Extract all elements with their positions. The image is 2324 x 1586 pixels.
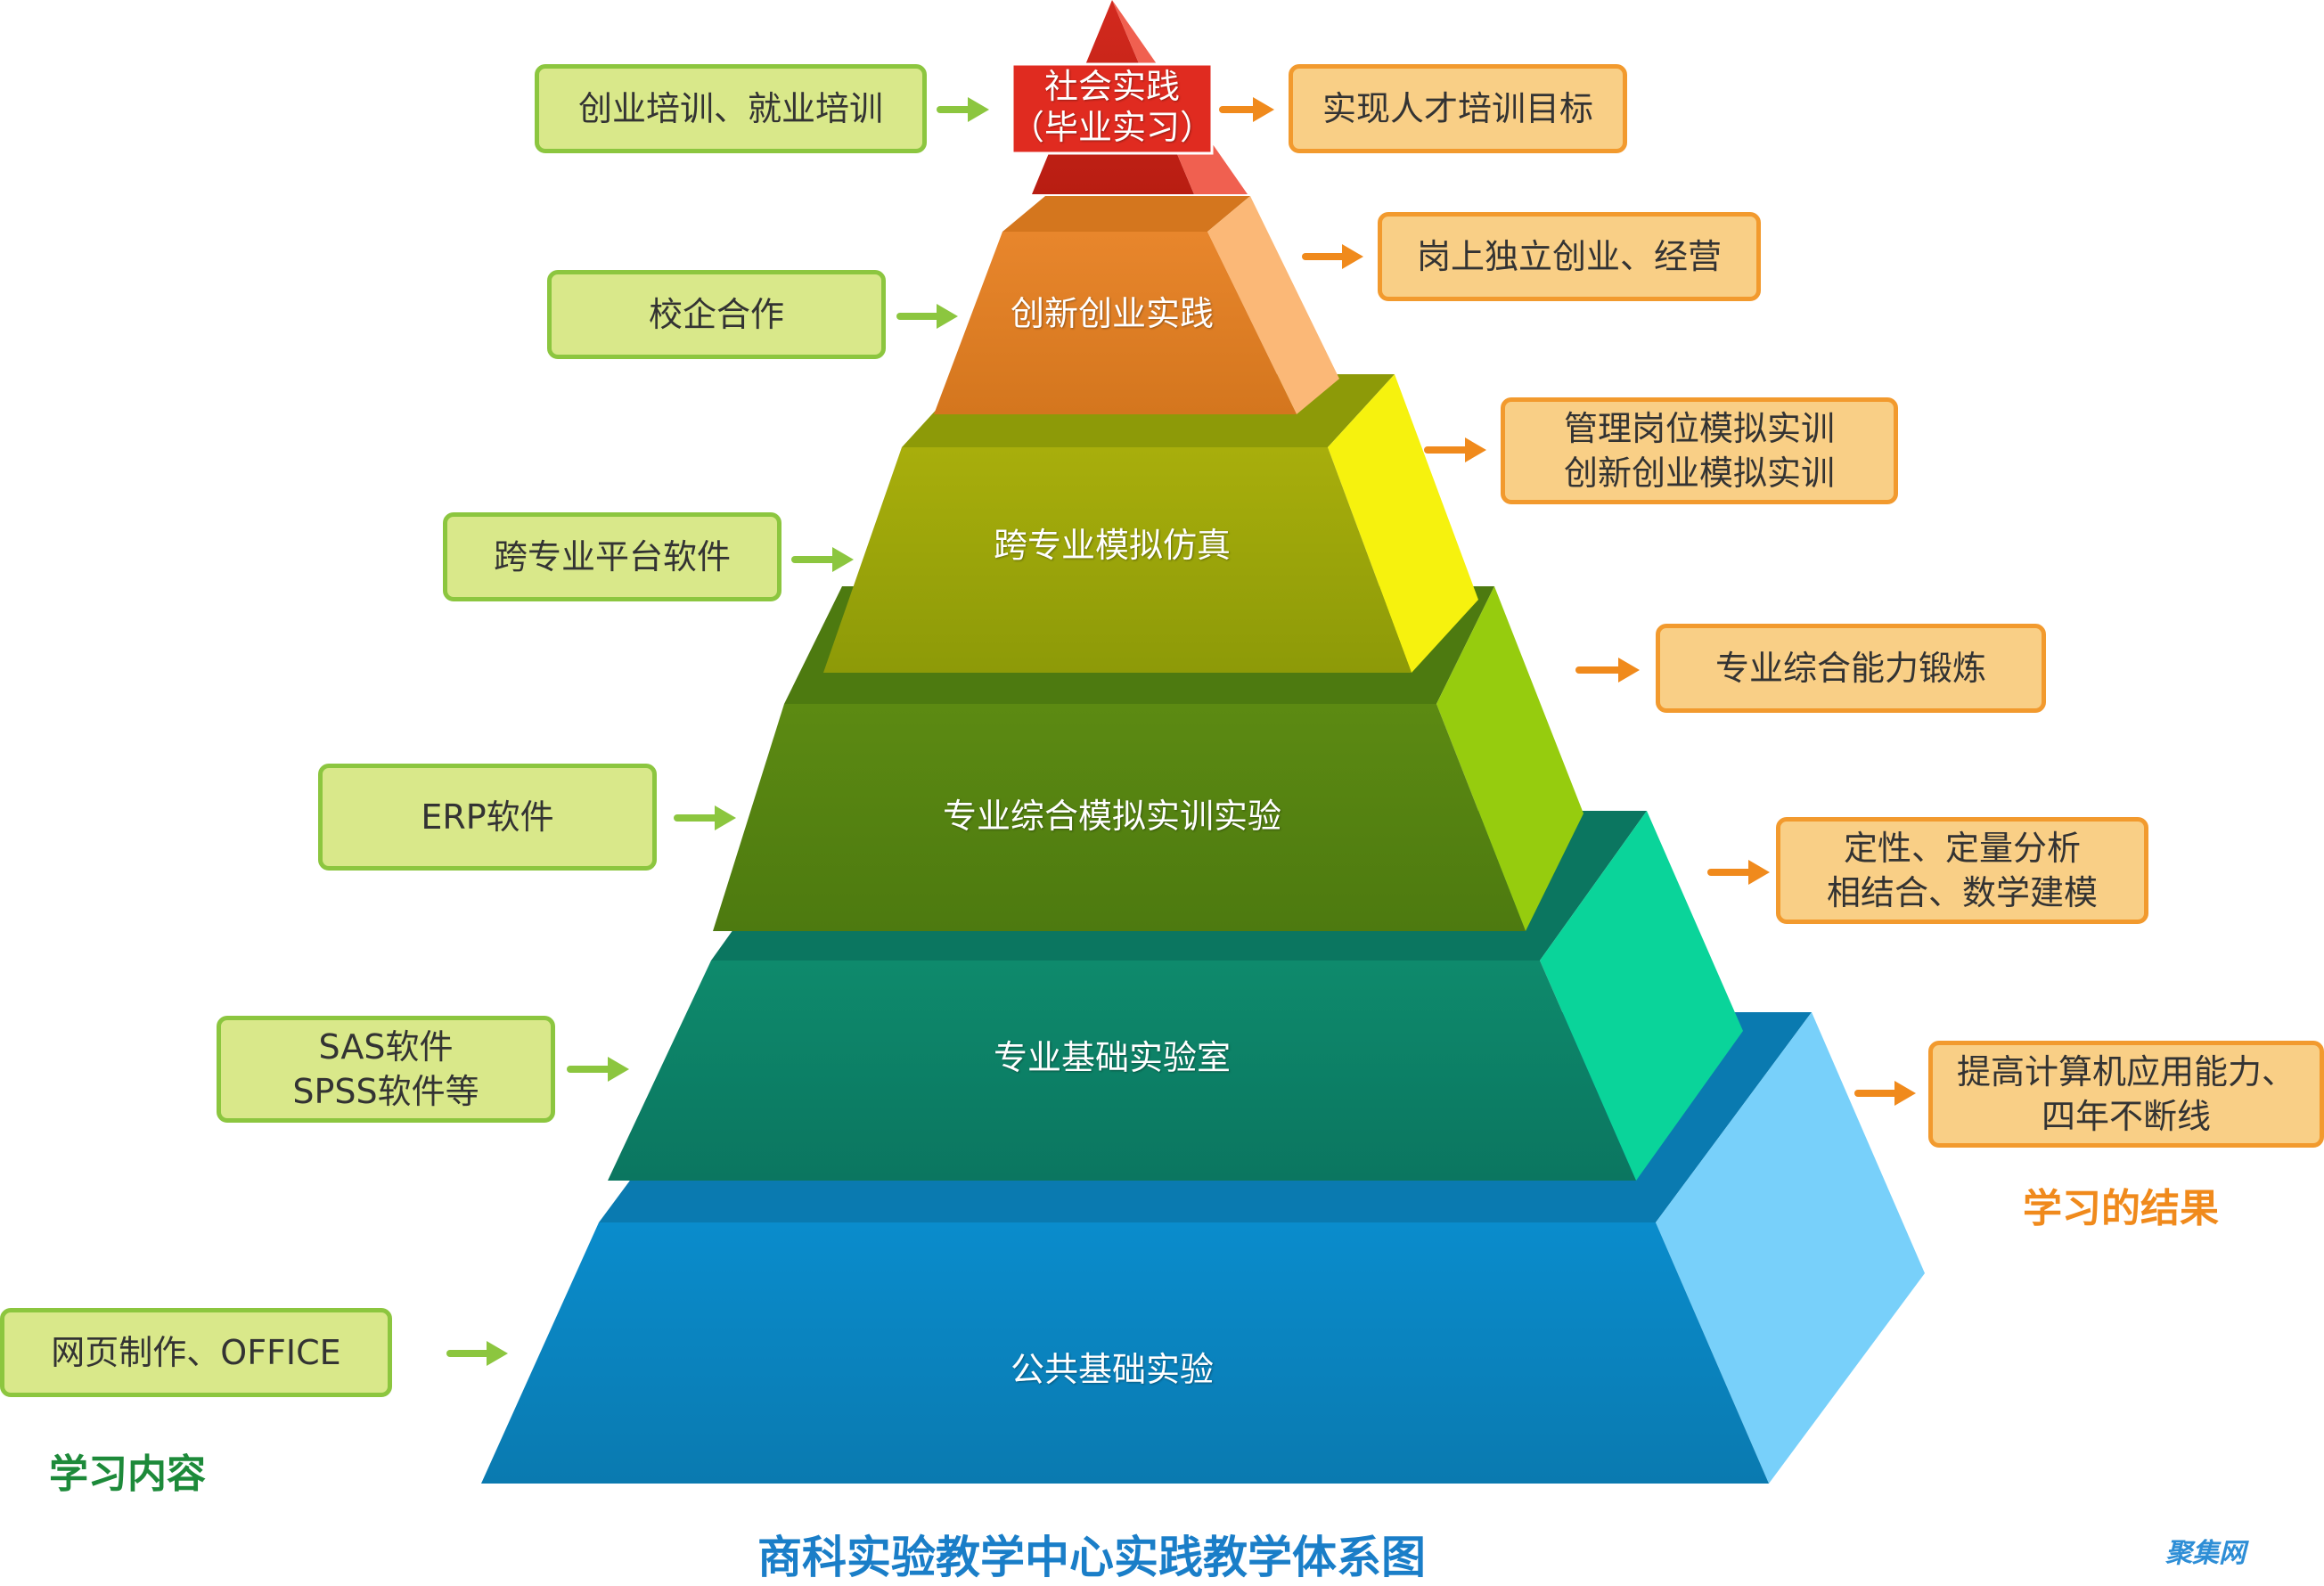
pyramid-tier-2 <box>934 196 1339 414</box>
right-box-line: 相结合、数学建模 <box>1826 873 2098 912</box>
pyramid-tier-2-side <box>1207 196 1339 414</box>
tier-4-label: 专业综合模拟实训实验 <box>943 796 1281 837</box>
left-box-line: 跨专业平台软件 <box>493 537 731 576</box>
left-box-line: 创业培训、就业培训 <box>577 89 883 128</box>
right-arrow-3 <box>1424 437 1486 462</box>
tier-6-label: 公共基础实验 <box>1011 1349 1214 1390</box>
right-box-line: 岗上独立创业、经营 <box>1416 237 1722 276</box>
pyramid-tier-1 <box>1011 0 1248 194</box>
left-arrow-3 <box>791 547 854 572</box>
tier-3-label: 跨专业模拟仿真 <box>994 525 1231 566</box>
right-box-tier-2: 岗上独立创业、经营 <box>1378 212 1761 301</box>
tier-1-label-box <box>1011 62 1214 155</box>
right-box-line: 实现人才培训目标 <box>1322 89 1593 128</box>
left-arrow-1 <box>937 97 989 122</box>
tier-1-label-line: （毕业实习） <box>1010 108 1215 147</box>
left-box-tier-1: 创业培训、就业培训 <box>535 64 927 153</box>
diagram-title: 商科实验教学中心实践教学体系图 <box>757 1532 1426 1583</box>
tier-1-label-line: 社会实践 <box>1043 67 1181 106</box>
pyramid-tier-4-side <box>1436 586 1583 931</box>
tier-5-label-line: 专业基础实验室 <box>993 1038 1232 1077</box>
right-box-line: 专业综合能力锻炼 <box>1714 649 1986 688</box>
tier-4-label-line: 专业综合模拟实训实验 <box>942 797 1282 836</box>
pyramid-tier-5-front <box>608 961 1636 1181</box>
right-box-line: 四年不断线 <box>2041 1097 2211 1136</box>
pyramid-tier-3-side <box>1328 374 1478 673</box>
pyramid-tier-2-front <box>934 232 1297 414</box>
left-arrow-4 <box>674 805 736 830</box>
left-box-tier-5: SAS软件 SPSS软件等 <box>217 1016 555 1123</box>
right-arrow-4 <box>1575 658 1640 683</box>
tier-3-label-line: 跨专业模拟仿真 <box>993 526 1232 565</box>
right-arrow-1 <box>1219 97 1274 122</box>
left-arrow-5 <box>567 1057 629 1082</box>
left-box-line: ERP软件 <box>421 797 554 837</box>
right-box-line: 提高计算机应用能力、 <box>1956 1052 2295 1091</box>
left-arrow-2 <box>896 304 958 329</box>
left-arrow-6 <box>446 1341 508 1366</box>
right-arrow-5 <box>1707 860 1770 885</box>
tier-1-label: 社会实践（毕业实习） <box>1011 66 1214 148</box>
tier-2-label-line: 创新创业实践 <box>1010 294 1215 333</box>
left-box-line: 网页制作、OFFICE <box>51 1333 341 1372</box>
left-box-tier-3: 跨专业平台软件 <box>443 512 781 601</box>
pyramid-tier-2-top <box>1002 196 1250 232</box>
pyramid-tier-3-front <box>823 447 1412 673</box>
pyramid-tier-3 <box>823 374 1478 673</box>
pyramid-tier-5-side <box>1540 811 1743 1181</box>
tier-6-label-line: 公共基础实验 <box>1010 1350 1215 1389</box>
left-box-line: 校企合作 <box>648 295 784 334</box>
left-heading: 学习内容 <box>49 1451 206 1497</box>
right-box-tier-4: 专业综合能力锻炼 <box>1656 624 2046 713</box>
right-box-tier-1: 实现人才培训目标 <box>1289 64 1627 153</box>
right-box-tier-6: 提高计算机应用能力、四年不断线 <box>1928 1041 2324 1148</box>
left-box-tier-6: 网页制作、OFFICE <box>0 1308 392 1397</box>
tier-5-label: 专业基础实验室 <box>994 1037 1231 1078</box>
right-box-line: 管理岗位模拟实训 <box>1563 409 1835 448</box>
right-box-tier-3: 管理岗位模拟实训创新创业模拟实训 <box>1501 397 1898 504</box>
right-arrow-2 <box>1302 244 1363 269</box>
pyramid-tier-4-front <box>713 704 1526 931</box>
left-box-line: SAS软件 <box>318 1027 454 1067</box>
right-box-line: 定性、定量分析 <box>1843 829 2081 868</box>
left-box-tier-4: ERP软件 <box>318 764 657 871</box>
right-box-line: 创新创业模拟实训 <box>1563 454 1835 493</box>
pyramid-tier-6-side <box>1656 1012 1925 1484</box>
left-box-tier-2: 校企合作 <box>547 270 886 359</box>
right-arrow-6 <box>1854 1081 1916 1106</box>
watermark: 聚集网 <box>2165 1538 2246 1569</box>
pyramid-tier-6-front <box>481 1222 1769 1484</box>
tier-2-label: 创新创业实践 <box>1011 293 1214 334</box>
left-box-line: SPSS软件等 <box>292 1072 479 1111</box>
right-box-tier-5: 定性、定量分析相结合、数学建模 <box>1776 817 2148 924</box>
right-heading: 学习的结果 <box>2023 1186 2219 1231</box>
